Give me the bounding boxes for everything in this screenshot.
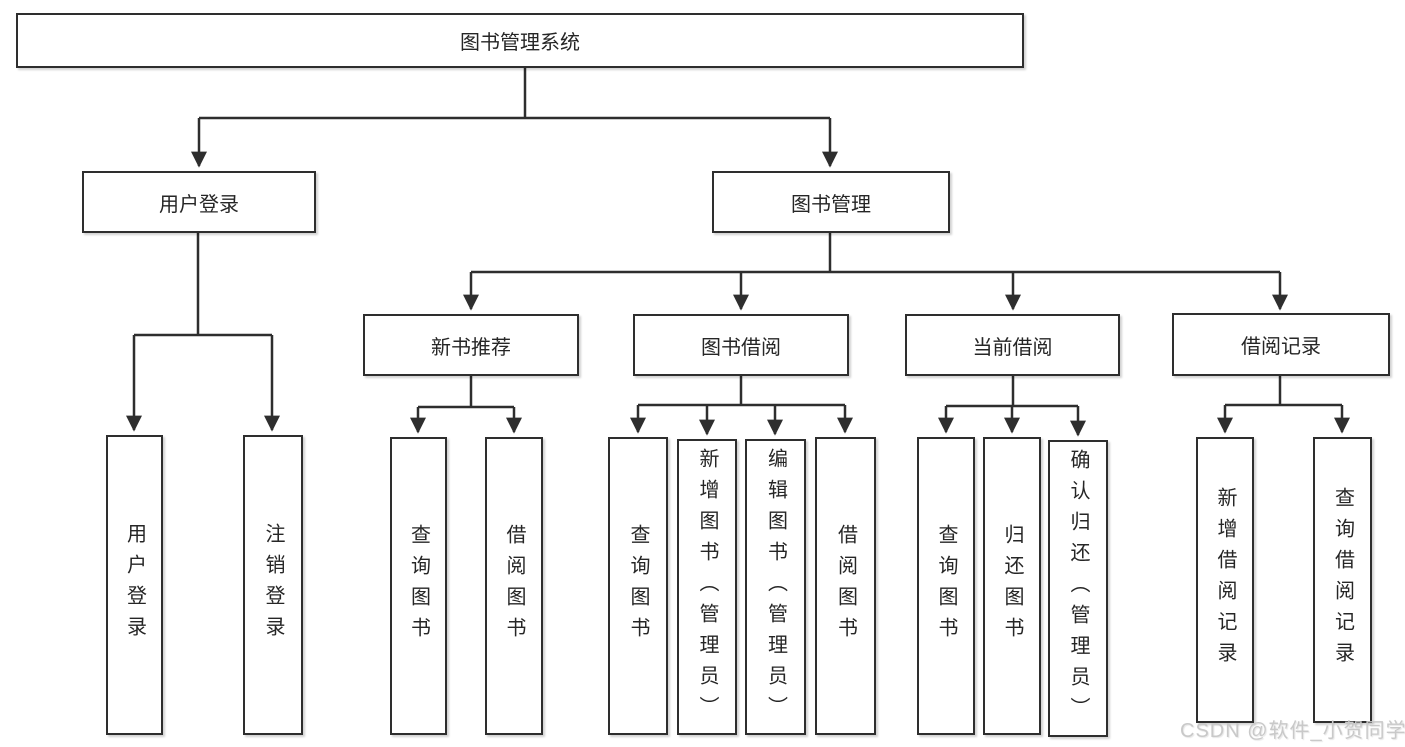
leaf-edit-books-admin: 编辑图书（管理员） — [745, 439, 806, 735]
node-new-book-recommend: 新书推荐 — [363, 314, 579, 376]
node-label: 借阅图书 — [503, 524, 525, 648]
node-label: 确认归还（管理员） — [1067, 449, 1089, 728]
node-current-borrow: 当前借阅 — [905, 314, 1120, 376]
node-user-login: 用户登录 — [82, 171, 316, 233]
node-root-system: 图书管理系统 — [16, 13, 1024, 68]
node-borrow-record: 借阅记录 — [1172, 313, 1390, 376]
leaf-confirm-return-admin: 确认归还（管理员） — [1048, 440, 1108, 737]
leaf-current-query-books: 查询图书 — [917, 437, 975, 735]
node-label: 查询图书 — [407, 524, 430, 648]
node-label: 借阅图书 — [834, 524, 857, 648]
node-label: 查询图书 — [935, 524, 957, 648]
leaf-return-books: 归还图书 — [983, 437, 1041, 735]
node-book-borrow: 图书借阅 — [633, 314, 849, 376]
node-book-management: 图书管理 — [712, 171, 950, 233]
node-label: 当前借阅 — [972, 336, 1053, 359]
node-label: 借阅记录 — [1241, 336, 1321, 358]
leaf-add-borrow-record: 新增借阅记录 — [1196, 437, 1254, 723]
leaf-newbook-query-books: 查询图书 — [390, 437, 447, 735]
leaf-query-borrow-record: 查询借阅记录 — [1313, 437, 1372, 723]
leaf-borrow-books: 借阅图书 — [815, 437, 876, 735]
leaf-borrow-query-books: 查询图书 — [608, 437, 668, 735]
node-label: 新书推荐 — [431, 336, 511, 359]
node-label: 查询图书 — [627, 524, 649, 648]
node-label: 查询借阅记录 — [1331, 487, 1354, 673]
leaf-logout: 注销登录 — [243, 435, 303, 735]
node-label: 图书管理 — [791, 193, 871, 216]
node-label: 图书管理系统 — [460, 32, 580, 54]
node-label: 归还图书 — [1001, 524, 1023, 648]
node-label: 编辑图书（管理员） — [764, 447, 787, 727]
leaf-user-login: 用户登录 — [106, 435, 163, 735]
node-label: 用户登录 — [123, 523, 146, 647]
leaf-add-books-admin: 新增图书（管理员） — [677, 439, 737, 735]
leaf-newbook-borrow-books: 借阅图书 — [485, 437, 543, 735]
node-label: 用户登录 — [159, 193, 239, 216]
node-label: 注销登录 — [262, 523, 284, 647]
node-label: 新增借阅记录 — [1214, 487, 1236, 673]
csdn-watermark: CSDN @软件_小贺同学 — [1180, 720, 1405, 742]
node-label: 新增图书（管理员） — [696, 447, 718, 727]
node-label: 图书借阅 — [701, 336, 781, 359]
